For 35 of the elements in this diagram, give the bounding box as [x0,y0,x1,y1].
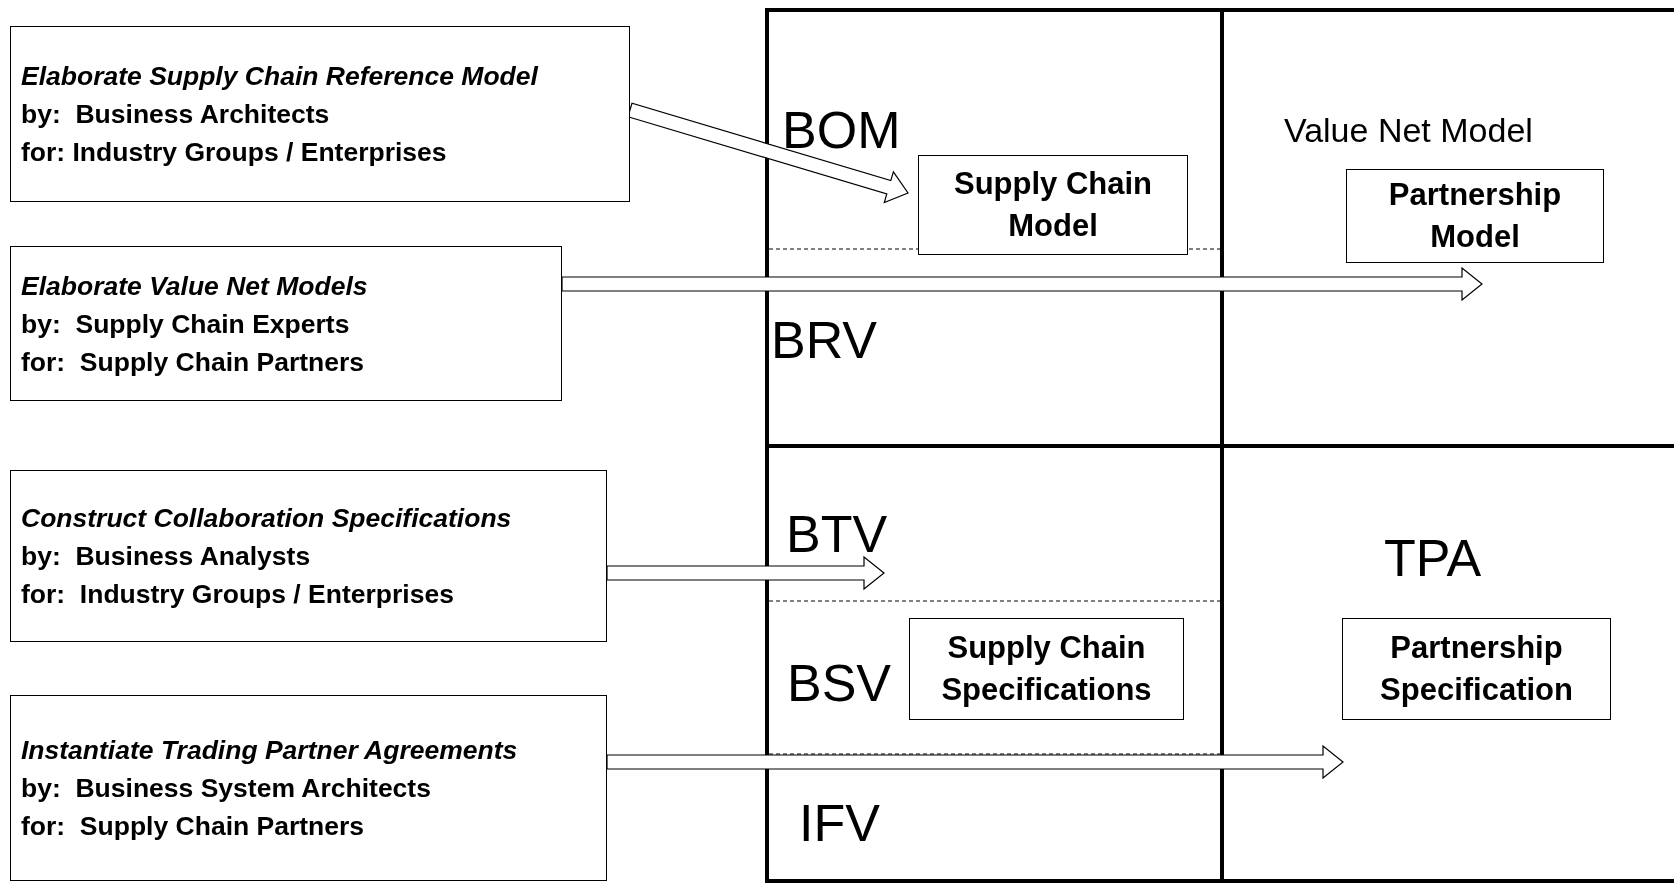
task-detail: by: Supply Chain Experts [21,307,351,341]
model-box [1342,618,1611,720]
view-label: TPA [1384,532,1482,584]
task-detail: for: Industry Groups / Enterprises [21,136,448,169]
task-title: Construct Collaboration Specifications [21,502,513,535]
task-title: Instantiate Trading Partner Agreements [21,734,519,767]
block-arrow [561,266,1483,302]
model-name: Partnership Model [1387,176,1563,256]
model-box [918,155,1188,255]
block-arrow [606,555,885,591]
model-name: Partnership Specification [1379,629,1574,709]
task-box [10,26,630,202]
view-label: IFV [799,797,880,849]
task-box [10,695,607,881]
view-label: Value Net Model [1284,113,1533,147]
task-detail: by: Business Architects [21,98,331,131]
view-label: BSV [787,657,892,709]
view-label: BRV [771,314,877,366]
task-detail: for: Supply Chain Partners [21,810,366,843]
view-label: BOM [782,104,901,156]
model-box [909,618,1184,720]
task-detail: for: Supply Chain Partners [21,345,366,379]
model-name: Supply Chain Specifications [940,629,1153,709]
task-detail: by: Business Analysts [21,540,312,573]
task-detail: for: Industry Groups / Enterprises [21,578,455,611]
task-detail: by: Business System Architects [21,772,432,805]
model-name: Supply Chain Model [952,165,1154,245]
block-arrow [627,102,909,204]
task-box [10,246,562,401]
task-box [10,470,607,642]
view-label: BTV [786,508,888,560]
task-title: Elaborate Supply Chain Reference Model [21,60,540,93]
block-arrow [606,744,1344,780]
model-box [1346,169,1604,263]
task-title: Elaborate Value Net Models [21,269,369,303]
